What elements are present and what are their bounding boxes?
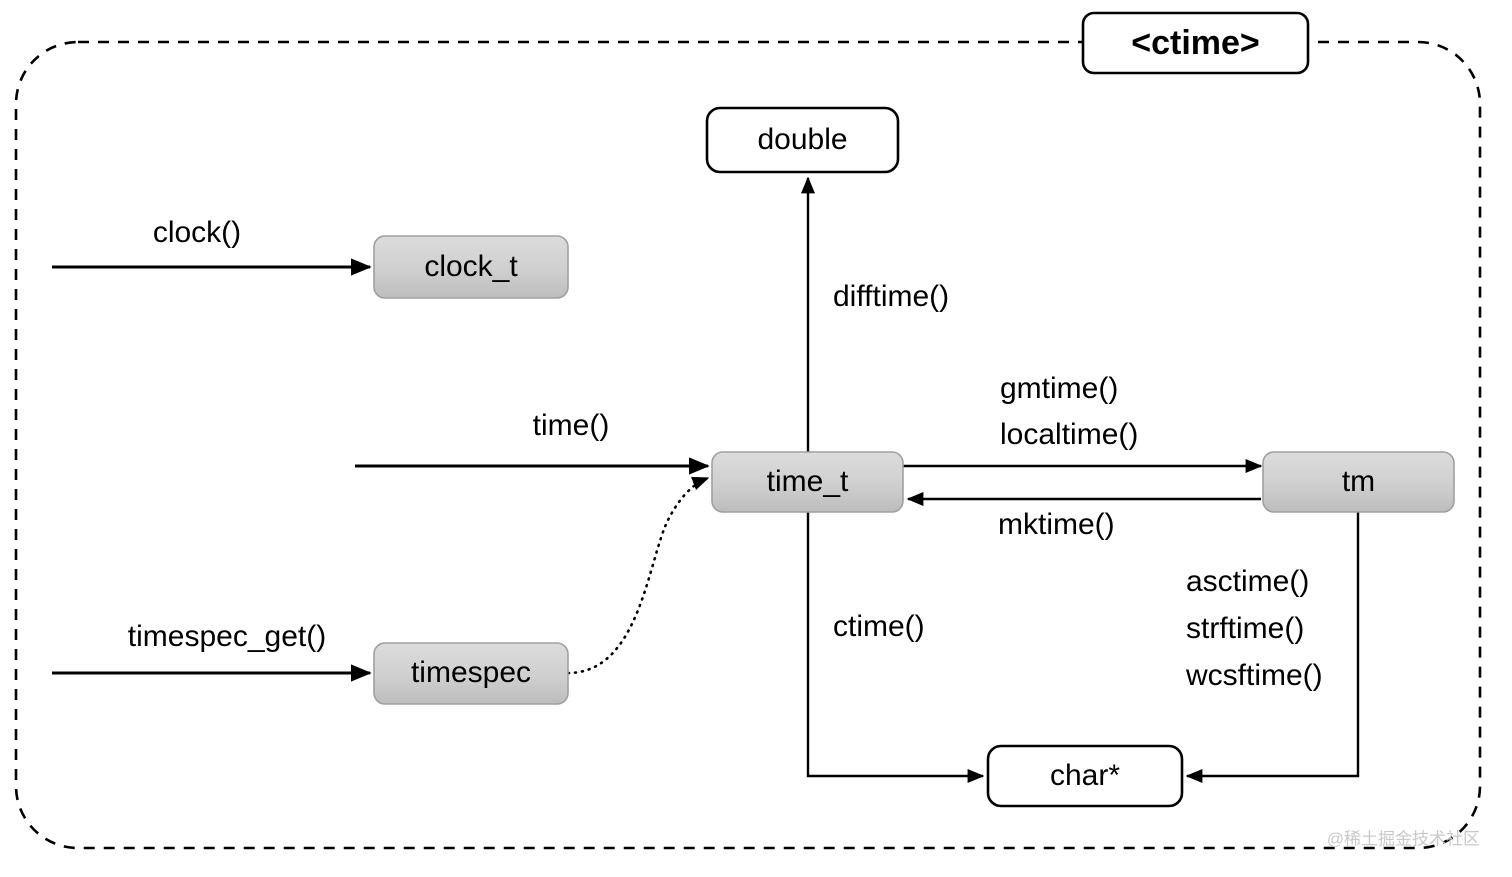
- edge-label-ctime: ctime(): [833, 610, 925, 643]
- edge-label-time: time(): [533, 409, 610, 442]
- node-char-pointer-label: char*: [1050, 759, 1120, 792]
- edge-label-gmtime: gmtime(): [1000, 372, 1118, 405]
- node-double[interactable]: double: [705, 106, 900, 174]
- node-clock-t[interactable]: clock_t: [373, 235, 569, 299]
- edge-timespec-to-timet-curve: [566, 476, 710, 675]
- title-label: <ctime>: [1131, 24, 1260, 62]
- node-char-pointer-box: [986, 744, 1184, 808]
- node-tm-box: [1262, 451, 1455, 513]
- edge-label-asctime: asctime(): [1186, 565, 1309, 598]
- node-time-t-label: time_t: [767, 465, 849, 498]
- node-time-t-box: [711, 451, 904, 513]
- node-time-t[interactable]: time_t: [711, 451, 904, 513]
- title-badge: [1081, 11, 1310, 75]
- node-clock-t-label: clock_t: [424, 250, 518, 283]
- edge-label-mktime: mktime(): [998, 508, 1115, 541]
- edge-label-difftime: difftime(): [833, 280, 949, 313]
- node-double-box: [705, 106, 900, 174]
- node-double-label: double: [757, 123, 847, 156]
- edge-ctime-line: [806, 452, 985, 783]
- edge-label-clock: clock(): [153, 216, 241, 249]
- edge-label-timespec-get: timespec_get(): [128, 620, 326, 653]
- edge-asctime-strftime-wcsftime-line: [1185, 512, 1360, 783]
- node-char-pointer[interactable]: char*: [986, 744, 1184, 808]
- node-tm-label: tm: [1342, 465, 1375, 498]
- node-clock-t-box: [373, 235, 569, 299]
- edge-label-strftime: strftime(): [1186, 612, 1304, 645]
- watermark: @稀土掘金技术社区: [1327, 829, 1480, 848]
- node-timespec-box: [373, 642, 569, 705]
- node-timespec[interactable]: timespec: [373, 642, 569, 705]
- node-timespec-label: timespec: [411, 656, 531, 689]
- edge-label-wcsftime: wcsftime(): [1185, 659, 1323, 692]
- edge-label-localtime: localtime(): [1000, 418, 1138, 451]
- node-tm[interactable]: tm: [1262, 451, 1455, 513]
- ctime-container-border: [14, 40, 1482, 850]
